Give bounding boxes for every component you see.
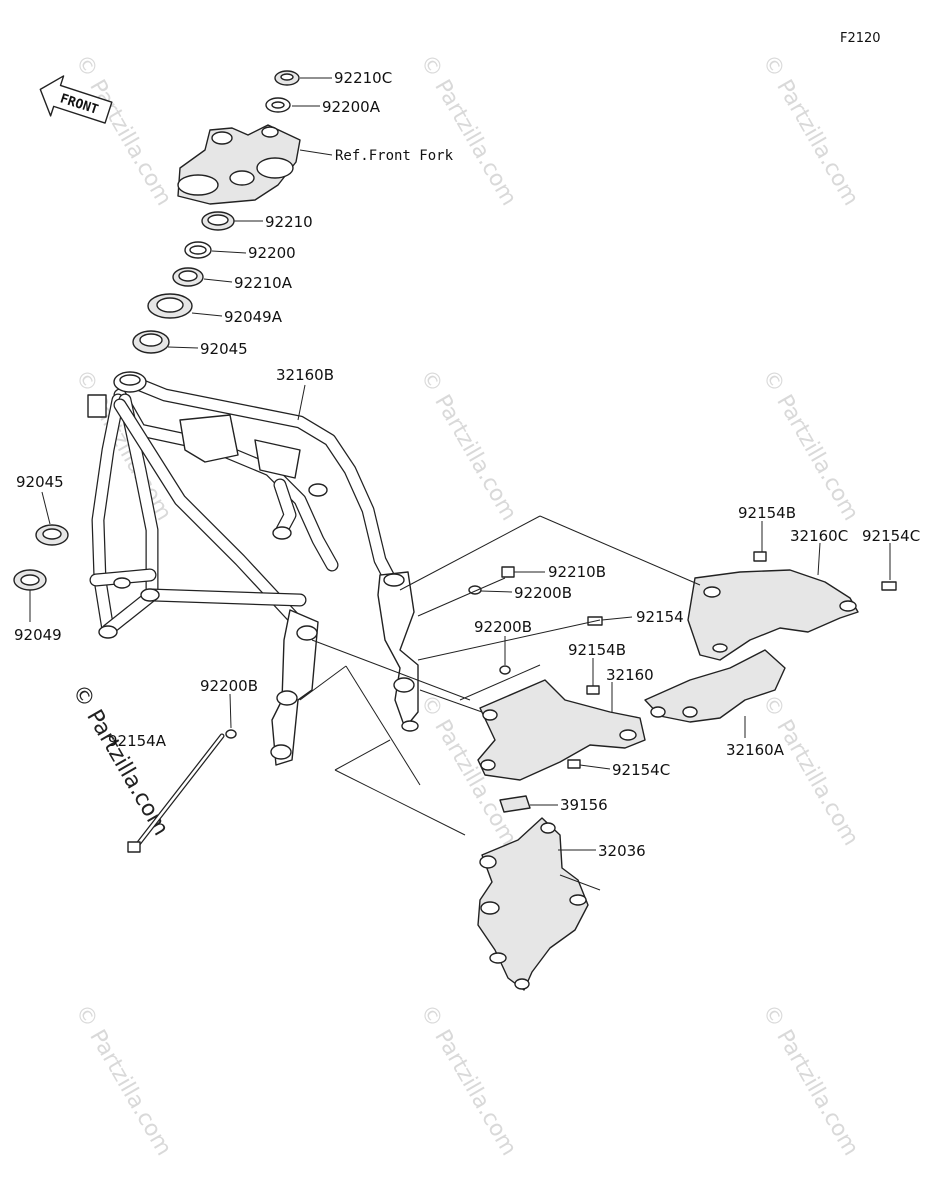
- label-92210: 92210: [265, 213, 313, 231]
- label-92049A: 92049A: [224, 308, 283, 326]
- label-32160C: 32160C: [790, 527, 848, 545]
- label-92049: 92049: [14, 626, 62, 644]
- label-92210A: 92210A: [234, 274, 293, 292]
- bracket-32160: [477, 679, 646, 781]
- label-32160B: 32160B: [276, 366, 334, 384]
- label-ref-front-fork: Ref.Front Fork: [335, 148, 454, 164]
- label-92200B-center: 92200B: [474, 618, 532, 636]
- label-92210C: 92210C: [334, 69, 392, 87]
- through-bolt-92154A: [127, 729, 237, 853]
- label-92045-left: 92045: [16, 473, 64, 491]
- label-92154B-mid: 92154B: [568, 641, 626, 659]
- bracket-32160C: [687, 569, 859, 661]
- main-frame: [87, 371, 400, 639]
- leader-lines: [29, 77, 891, 891]
- watermark: © Partzilla.com: [757, 1001, 864, 1161]
- label-92154C-mid: 92154C: [612, 761, 670, 779]
- label-92154C-right: 92154C: [862, 527, 920, 545]
- engine-mount-lugs: [270, 571, 419, 766]
- label-32036: 32036: [598, 842, 646, 860]
- label-92154: 92154: [636, 608, 684, 626]
- bracket-32160A: [644, 649, 786, 723]
- watermark: © Partzilla.com: [757, 366, 864, 526]
- label-92045-top: 92045: [200, 340, 248, 358]
- bracket-32036: [477, 817, 589, 991]
- watermark: © Partzilla.com: [70, 1001, 177, 1161]
- watermark: © Partzilla.com: [757, 691, 864, 851]
- watermark: © Partzilla.com: [415, 51, 522, 211]
- callout-labels: 92210C 92200A Ref.Front Fork 92210 92200…: [14, 69, 920, 860]
- watermark: © Partzilla.com: [415, 1001, 522, 1161]
- label-92200A: 92200A: [322, 98, 381, 116]
- label-92200: 92200: [248, 244, 296, 262]
- label-92210B: 92210B: [548, 563, 606, 581]
- steering-stem-parts: [132, 70, 301, 354]
- label-92200B-mid: 92200B: [514, 584, 572, 602]
- label-92154A: 92154A: [108, 732, 167, 750]
- label-92200B-left: 92200B: [200, 677, 258, 695]
- label-32160A: 32160A: [726, 741, 785, 759]
- watermark: © Partzilla.com: [757, 51, 864, 211]
- label-32160: 32160: [606, 666, 654, 684]
- figure-code: F2120: [840, 31, 881, 46]
- watermark: © Partzilla.com: [415, 366, 522, 526]
- watermark: © Partzilla.com: [70, 51, 177, 211]
- pad-39156: [499, 795, 531, 813]
- lower-bearing-parts: [13, 524, 69, 591]
- label-92154B-right: 92154B: [738, 504, 796, 522]
- label-39156: 39156: [560, 796, 608, 814]
